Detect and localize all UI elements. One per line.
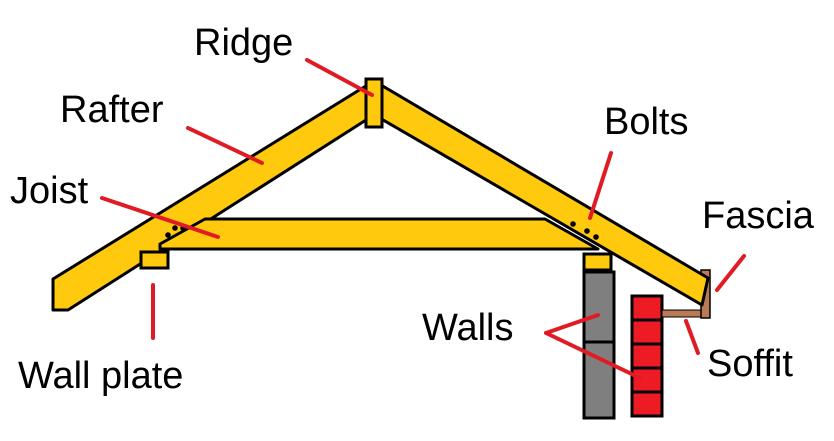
bolts-right [570, 221, 599, 240]
ridge-board [364, 77, 384, 129]
leader-joist [100, 196, 220, 239]
leader-rafter [186, 126, 264, 165]
label-rafter: Rafter [60, 89, 164, 131]
leader-walls-1 [544, 313, 600, 335]
wall-plate-left [139, 250, 170, 270]
label-bolts: Bolts [604, 101, 689, 143]
label-fascia: Fascia [702, 195, 814, 237]
brick-wall [630, 294, 664, 418]
leader-bolts [588, 151, 613, 220]
leader-walls-2 [544, 331, 642, 380]
block-wall [582, 270, 616, 420]
leader-fascia [715, 254, 746, 292]
wall-plate-right [582, 252, 613, 272]
label-joist: Joist [10, 170, 89, 212]
rafter-left [51, 82, 379, 312]
leader-soffit [684, 319, 700, 355]
label-walls: Walls [422, 307, 514, 349]
label-ridge: Ridge [194, 22, 294, 64]
joist [158, 217, 600, 251]
leader-ridge [305, 58, 374, 97]
label-wall-plate: Wall plate [18, 355, 184, 397]
soffit [661, 309, 707, 318]
label-soffit: Soffit [707, 343, 793, 385]
